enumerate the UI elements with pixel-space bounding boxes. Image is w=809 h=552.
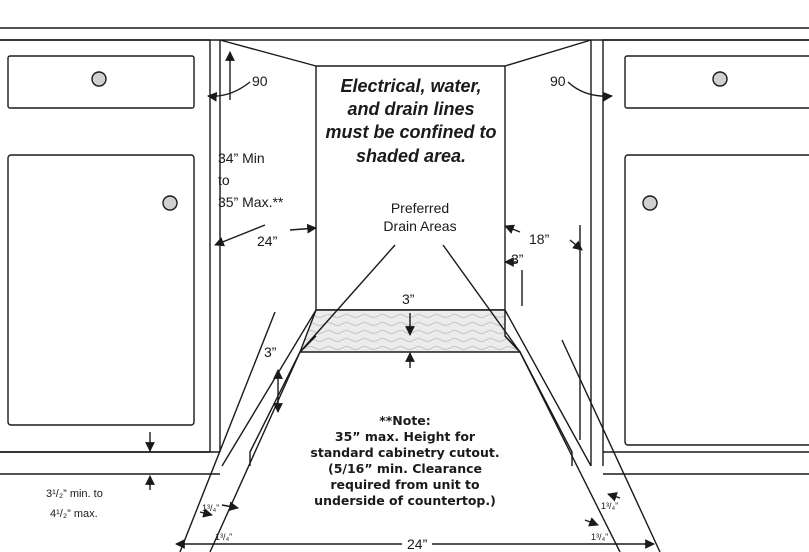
footnote-line-3: standard cabinetry cutout. xyxy=(310,445,499,460)
right-cabinet xyxy=(590,39,809,475)
height-line-2: to xyxy=(218,172,230,188)
left-cabinet xyxy=(0,39,221,475)
dim-right-lower: 1³/₄” xyxy=(591,532,608,542)
angle-left-label: 90 xyxy=(252,73,268,89)
countertop xyxy=(0,27,809,41)
dim-3-right-label: 3” xyxy=(511,251,524,267)
note-line-1: Electrical, water, xyxy=(340,76,481,96)
dim-3-center-label: 3” xyxy=(402,291,415,307)
door-knob-left xyxy=(162,195,178,211)
dim-left-upper: 1³/₄” xyxy=(202,503,219,513)
preferred-line-1: Preferred xyxy=(391,200,449,216)
dim-18-label: 18” xyxy=(529,231,550,247)
dim-3-left-label: 3” xyxy=(264,344,277,360)
footnote-line-5: required from unit to xyxy=(330,477,480,492)
note-line-4: shaded area. xyxy=(356,146,466,166)
width-label: 24” xyxy=(257,233,278,249)
height-line-1: 34” Min xyxy=(218,150,265,166)
toe-kick-line-1: 3¹/₂” min. to xyxy=(46,488,103,500)
preferred-line-2: Drain Areas xyxy=(383,218,456,234)
footnote-line-6: underside of countertop.) xyxy=(314,493,496,508)
drawer-knob-right xyxy=(712,71,728,87)
toe-kick-line-2: 4¹/₂” max. xyxy=(50,508,98,520)
drawer-knob-left xyxy=(91,71,107,87)
footnote-line-1: **Note: xyxy=(379,413,431,428)
note-line-3: must be confined to xyxy=(326,122,497,142)
dim-right-upper: 1³/₄” xyxy=(601,501,618,511)
door-knob-right xyxy=(642,195,658,211)
height-footnote: **Note: 35” max. Height for standard cab… xyxy=(310,413,499,508)
floor-outline xyxy=(179,311,661,552)
note-line-2: and drain lines xyxy=(347,99,474,119)
footnote-line-4: (5/16” min. Clearance xyxy=(328,461,482,476)
shaded-area-note: Electrical, water, and drain lines must … xyxy=(326,76,497,166)
bottom-width-label: 24” xyxy=(407,536,428,552)
footnote-line-2: 35” max. Height for xyxy=(335,429,476,444)
height-line-3: 35” Max.** xyxy=(218,194,284,210)
dim-left-lower: 1³/₄” xyxy=(215,532,232,542)
angle-right-label: 90 xyxy=(550,73,566,89)
